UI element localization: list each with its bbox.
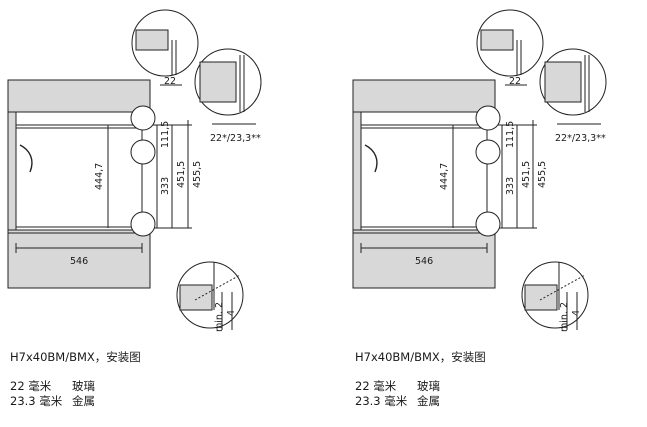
dim-451-5: 451,5: [176, 161, 187, 188]
dim-top-gap: 22: [509, 76, 521, 87]
dim-444-7: 444,7: [439, 163, 450, 190]
material-row: 23.3 毫米金属: [10, 393, 95, 409]
dim-top-gap: 22: [164, 76, 176, 87]
power-cable: [364, 144, 378, 173]
installation-panel-left: 22 22*/23,3** 546 444,7 111,5 333 451,5 …: [0, 0, 323, 427]
lower-cabinet: [352, 229, 496, 289]
dim-333: 333: [505, 177, 516, 195]
material-name: 金属: [417, 394, 440, 408]
dim-width: 546: [415, 256, 433, 267]
installation-panel-right: 22 22*/23,3** 546 444,7 111,5 333 451,5 …: [345, 0, 647, 427]
material-thickness: 23.3 毫米: [10, 394, 63, 408]
dim-min: min. 2: [559, 302, 570, 332]
diagram-caption: H7x40BM/BMX，安装图: [355, 350, 486, 364]
material-name: 金属: [72, 394, 95, 408]
material-name: 玻璃: [72, 379, 95, 393]
installation-diagram: 22 22*/23,3** 546 444,7 111,5 333 451,5 …: [7, 9, 262, 332]
oven-body: [360, 124, 488, 228]
material-thickness: 22 毫米: [355, 379, 397, 393]
oven-body: [15, 124, 143, 228]
installation-diagram: 22 22*/23,3** 546 444,7 111,5 333 451,5 …: [352, 9, 607, 332]
material-row: 22 毫米 玻璃: [355, 378, 440, 394]
detail-circle-bottom: [475, 211, 501, 237]
dim-451-5: 451,5: [521, 161, 532, 188]
material-name: 玻璃: [417, 379, 440, 393]
dim-444-7: 444,7: [94, 163, 105, 190]
dim-bottom: 4: [571, 310, 582, 316]
dim-455-5: 455,5: [537, 161, 548, 188]
detail-circle-mid: [475, 139, 501, 165]
dim-min: min. 2: [214, 302, 225, 332]
dim-111-5: 111,5: [160, 121, 171, 148]
dim-bottom: 4: [226, 310, 237, 316]
dim-width: 546: [70, 256, 88, 267]
lower-cabinet: [7, 229, 151, 289]
upper-cabinet: [7, 79, 151, 113]
dim-side-gap: 22*/23,3**: [210, 133, 261, 144]
material-thickness: 22 毫米: [10, 379, 52, 393]
detail-circle-bottom: [130, 211, 156, 237]
diagram-caption: H7x40BM/BMX，安装图: [10, 350, 141, 364]
material-thickness: 23.3 毫米: [355, 394, 408, 408]
material-row: 23.3 毫米金属: [355, 393, 440, 409]
material-row: 22 毫米 玻璃: [10, 378, 95, 394]
detail-circle-top: [475, 105, 501, 131]
detail-circle-mid: [130, 139, 156, 165]
upper-cabinet: [352, 79, 496, 113]
dim-333: 333: [160, 177, 171, 195]
dim-111-5: 111,5: [505, 121, 516, 148]
dim-side-gap: 22*/23,3**: [555, 133, 606, 144]
power-cable: [19, 144, 33, 173]
detail-circle-top: [130, 105, 156, 131]
dim-455-5: 455,5: [192, 161, 203, 188]
